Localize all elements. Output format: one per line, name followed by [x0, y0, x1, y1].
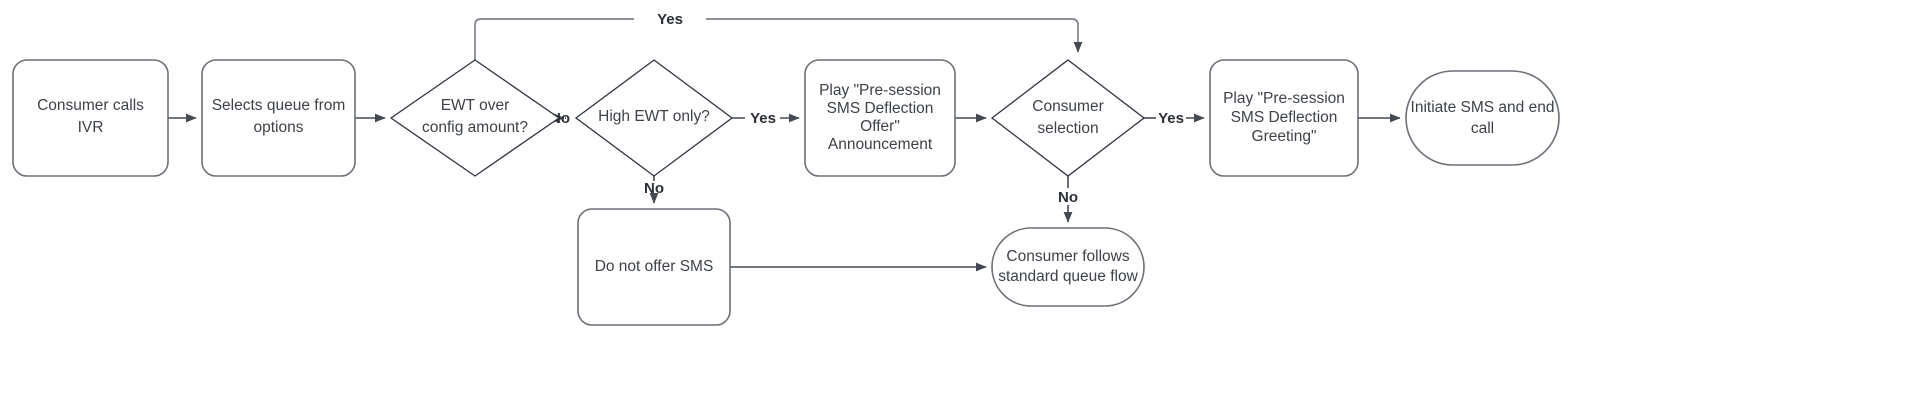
node-label-ewt-over-config-line1: EWT over [441, 97, 510, 114]
node-label-selects-queue-line1: Selects queue from [212, 97, 346, 114]
node-label-ewt-over-config-line2: config amount? [422, 119, 528, 136]
node-label-standard-queue-flow-line1: Consumer follows [1006, 248, 1129, 265]
edge-high-ewt-no-to-do-not-offer: No [644, 176, 664, 204]
node-label-consumer-selection-line2: selection [1037, 120, 1098, 137]
node-initiate-sms[interactable]: Initiate SMS and end call [1405, 70, 1560, 166]
node-selects-queue[interactable]: Selects queue from options [201, 59, 356, 177]
node-label-play-offer-line4: Announcement [828, 136, 933, 153]
node-label-initiate-sms-line2: call [1471, 120, 1494, 137]
node-do-not-offer-sms[interactable]: Do not offer SMS [577, 208, 731, 326]
edge-label-selection-no: No [1058, 189, 1078, 206]
node-label-selects-queue-line2: options [254, 119, 304, 136]
node-standard-queue-flow[interactable]: Consumer follows standard queue flow [991, 227, 1145, 307]
node-label-play-offer-line1: Play "Pre-session [819, 82, 941, 99]
node-label-do-not-offer-sms: Do not offer SMS [595, 258, 714, 275]
node-label-play-offer-line2: SMS Deflection [827, 100, 934, 117]
edge-label-selection-yes: Yes [1158, 110, 1184, 127]
edge-ewt-yes-to-announcement: Yes [474, 11, 1083, 60]
edge-selection-no-to-standard-flow: No [1058, 176, 1078, 223]
node-label-play-greeting-line1: Play "Pre-session [1223, 90, 1345, 107]
node-label-standard-queue-flow-line2: standard queue flow [998, 268, 1138, 285]
node-label-consumer-calls-ivr-line1: Consumer calls [37, 97, 144, 114]
edge-label-ewt-no: No [550, 110, 570, 127]
node-label-consumer-selection-line1: Consumer [1032, 98, 1104, 115]
edge-high-ewt-yes-to-announcement: Yes [728, 110, 800, 127]
node-consumer-selection[interactable]: Consumer selection [990, 59, 1146, 177]
node-play-offer-announcement[interactable]: Play "Pre-session SMS Deflection Offer" … [804, 59, 956, 177]
edge-label-high-ewt-yes: Yes [750, 110, 776, 127]
edge-label-high-ewt-no: No [644, 180, 664, 197]
node-label-consumer-calls-ivr-line2: IVR [78, 119, 104, 136]
node-high-ewt-only[interactable]: High EWT only? [574, 59, 734, 177]
node-ewt-over-config[interactable]: EWT over config amount? [389, 59, 561, 177]
node-consumer-calls-ivr[interactable]: Consumer calls IVR [12, 59, 169, 177]
node-label-high-ewt-only: High EWT only? [598, 108, 710, 125]
node-play-greeting[interactable]: Play "Pre-session SMS Deflection Greetin… [1209, 59, 1359, 177]
node-label-initiate-sms-line1: Initiate SMS and end [1411, 99, 1555, 116]
edge-selection-yes-to-greeting: Yes [1144, 110, 1205, 127]
edge-label-top-yes: Yes [657, 11, 683, 28]
node-label-play-offer-line3: Offer" [860, 118, 900, 135]
node-label-play-greeting-line2: SMS Deflection [1231, 109, 1338, 126]
node-label-play-greeting-line3: Greeting" [1252, 128, 1317, 145]
